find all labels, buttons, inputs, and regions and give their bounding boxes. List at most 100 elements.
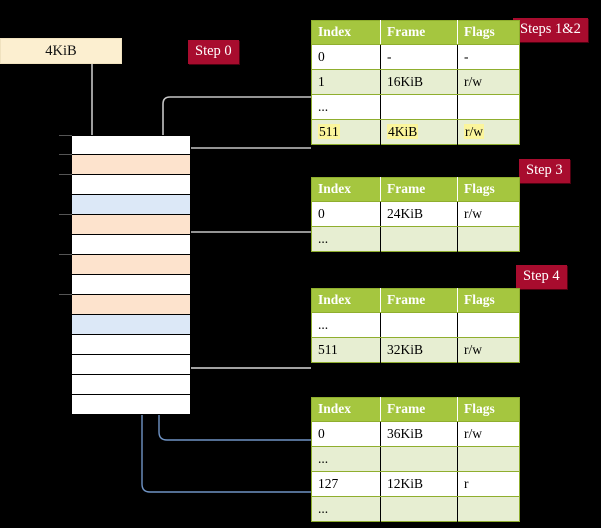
cell-frame: 12KiB [380, 471, 458, 497]
cell-flags: r/w [457, 337, 520, 363]
memory-row-tick [59, 153, 72, 155]
memory-row-tick [59, 134, 72, 136]
wire-steps12 [162, 96, 311, 152]
cell-flags [457, 446, 520, 472]
source-frame-box: 4KiB [0, 38, 122, 64]
cell-flags: r [457, 471, 520, 497]
memory-frame-row [71, 275, 191, 295]
wire-step4 [171, 322, 311, 369]
cell-index: 0 [311, 201, 381, 227]
memory-row-tick [59, 213, 72, 215]
column-header-frame: Frame [380, 288, 458, 313]
source-frame-label: 4KiB [45, 42, 77, 59]
column-header-index: Index [311, 288, 381, 313]
memory-frame-row [59, 173, 191, 195]
column-header-index: Index [311, 397, 381, 422]
table-row: 0-- [311, 44, 520, 70]
table-row: ... [311, 446, 520, 472]
cell-flags [457, 94, 520, 120]
memory-frame-row [71, 195, 191, 215]
cell-index: 0 [311, 421, 381, 447]
table-header-row: Index Frame Flags [311, 397, 520, 422]
wire-frame-36kib [151, 330, 311, 441]
memory-frame-row [59, 293, 191, 315]
cell-flags: r/w [457, 69, 520, 95]
table-row: ... [311, 496, 520, 522]
table-header-row: Index Frame Flags [311, 20, 520, 45]
memory-frame-row [71, 315, 191, 335]
memory-frame-row [71, 395, 191, 415]
cell-index: ... [311, 446, 381, 472]
column-header-flags: Flags [457, 20, 520, 45]
memory-frame-row [71, 375, 191, 395]
cell-flags [457, 496, 520, 522]
cell-frame: 4KiB [380, 119, 458, 145]
table-header-row: Index Frame Flags [311, 288, 520, 313]
table-row: ... [311, 94, 520, 120]
column-header-flags: Flags [457, 177, 520, 202]
cell-index: 511 [311, 119, 381, 145]
cell-index: ... [311, 312, 381, 338]
cell-index: 0 [311, 44, 381, 70]
cell-flags: - [457, 44, 520, 70]
cell-frame [380, 446, 458, 472]
wire-511-to-mem [170, 147, 311, 252]
memory-frame-row [59, 253, 191, 275]
memory-frame-row [59, 213, 191, 235]
cell-frame [380, 312, 458, 338]
memory-row-tick [59, 253, 72, 255]
column-header-index: Index [311, 20, 381, 45]
memory-frame-row [59, 153, 191, 175]
table-row: ... [311, 226, 520, 252]
cell-flags [457, 312, 520, 338]
cell-index: 1 [311, 69, 381, 95]
table-header-row: Index Frame Flags [311, 177, 520, 202]
cell-index: ... [311, 496, 381, 522]
wire-step3 [178, 231, 311, 296]
highlighted-value: 4KiB [387, 123, 419, 139]
cell-frame: 16KiB [380, 69, 458, 95]
cell-index: 511 [311, 337, 381, 363]
cell-index: 127 [311, 471, 381, 497]
cell-frame [380, 94, 458, 120]
table-row: ... [311, 312, 520, 338]
highlighted-value: r/w [464, 123, 484, 139]
cell-frame: - [380, 44, 458, 70]
highlighted-value: 511 [318, 123, 340, 139]
cell-frame: 24KiB [380, 201, 458, 227]
memory-frame-row [59, 134, 191, 155]
cell-frame [380, 226, 458, 252]
column-header-flags: Flags [457, 397, 520, 422]
badge-step-4: Step 4 [516, 265, 567, 289]
memory-frame-row [71, 235, 191, 255]
memory-frame-row [71, 355, 191, 375]
column-header-frame: Frame [380, 397, 458, 422]
memory-row-tick [59, 293, 72, 295]
cell-flags [457, 226, 520, 252]
cell-index: ... [311, 226, 381, 252]
table-row: 511 4KiB r/w [311, 119, 520, 145]
cell-frame [380, 496, 458, 522]
column-header-flags: Flags [457, 288, 520, 313]
cell-flags: r/w [457, 421, 520, 447]
column-header-frame: Frame [380, 177, 458, 202]
column-header-index: Index [311, 177, 381, 202]
badge-steps-1-2: Steps 1&2 [513, 18, 588, 42]
cell-flags: r/w [457, 119, 520, 145]
wire-frame-12kib [134, 209, 311, 493]
column-header-frame: Frame [380, 20, 458, 45]
badge-step-3: Step 3 [519, 159, 570, 183]
cell-flags: r/w [457, 201, 520, 227]
